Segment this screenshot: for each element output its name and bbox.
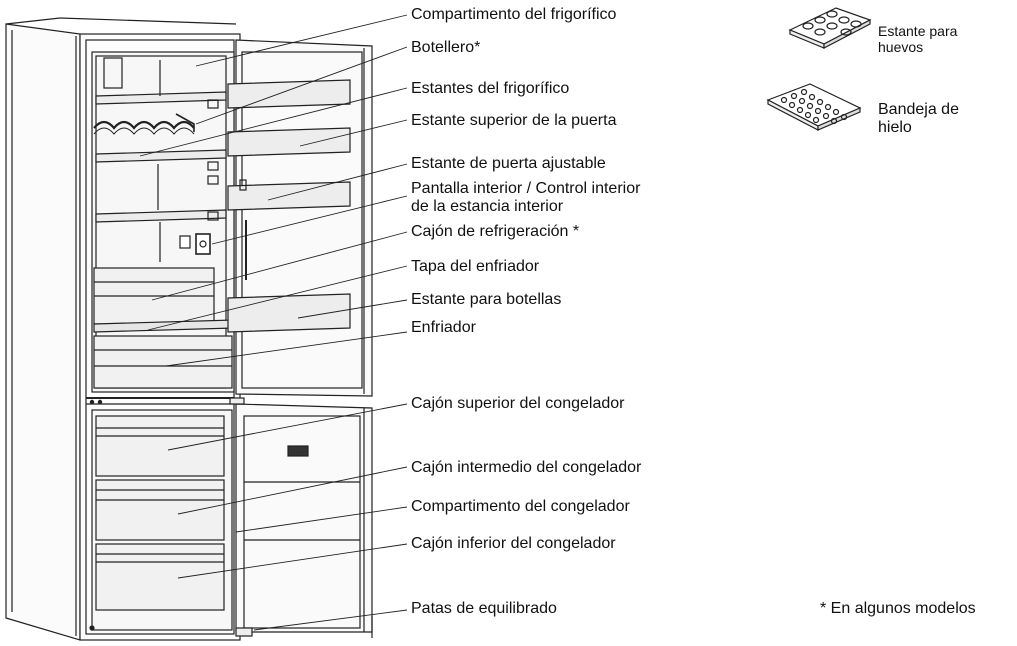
- leader-chiller-cover: [147, 265, 408, 331]
- label-egg-tray-line2: huevos: [878, 39, 924, 55]
- leader-chiller-drawer: [151, 231, 408, 301]
- label-wine-rack: Botellero*: [411, 39, 481, 56]
- label-ice-tray-line2: hielo: [878, 119, 912, 136]
- wine-rack: [93, 113, 195, 135]
- chiller-drawers: [93, 267, 235, 389]
- label-chiller-cover: Tapa del enfriador: [411, 258, 540, 275]
- label-ice-tray-line1: Bandeja de: [878, 101, 959, 118]
- interior-display-icon: [179, 233, 211, 255]
- leader-freezer-top-drawer: [167, 403, 408, 451]
- label-interior-display-line2: de la estancia interior: [411, 198, 564, 215]
- label-chiller: Enfriador: [411, 319, 476, 336]
- leader-freezer-compartment: [235, 506, 408, 533]
- leader-interior-display: [211, 195, 408, 245]
- label-chiller-drawer: Cajón de refrigeración *: [411, 223, 580, 240]
- label-top-door-shelf: Estante superior de la puerta: [411, 112, 617, 129]
- label-egg-tray-line1: Estante para: [878, 23, 958, 39]
- leader-bottle-shelf: [297, 299, 408, 319]
- leader-fridge-compartment: [195, 14, 408, 67]
- leader-chiller: [165, 331, 408, 367]
- label-freezer-middle-drawer: Cajón intermedio del congelador: [411, 459, 642, 476]
- label-interior-display-line1: Pantalla interior / Control interior: [411, 180, 641, 197]
- freezer-door: [235, 403, 373, 633]
- label-adjustable-door-shelf: Estante de puerta ajustable: [411, 155, 606, 172]
- leveling-feet: [229, 397, 373, 638]
- leader-adjustable-door-shelf: [267, 163, 408, 201]
- label-bottle-shelf: Estante para botellas: [411, 291, 562, 308]
- leader-wine-rack: [195, 46, 408, 125]
- label-fridge-compartment: Compartimento del frigorífico: [411, 6, 617, 23]
- leader-freezer-middle-drawer: [177, 466, 408, 515]
- label-leveling-feet: Patas de equilibrado: [411, 600, 557, 617]
- leader-lines: [139, 14, 408, 631]
- freezer-drawers: [95, 415, 225, 611]
- egg-tray-icon: [788, 7, 872, 49]
- fridge-shelves: [95, 57, 227, 262]
- leader-freezer-bottom-drawer: [177, 543, 408, 579]
- label-freezer-bottom-drawer: Cajón inferior del congelador: [411, 535, 616, 552]
- label-fridge-shelves: Estantes del frigorífico: [411, 80, 570, 97]
- label-freezer-top-drawer: Cajón superior del congelador: [411, 395, 625, 412]
- leader-leveling-feet: [253, 609, 408, 631]
- footnote: * En algunos modelos: [820, 600, 976, 617]
- label-freezer-compartment: Compartimento del congelador: [411, 498, 630, 515]
- fridge-door: [227, 39, 373, 397]
- leader-fridge-shelves: [139, 87, 408, 157]
- ice-tray-icon: [766, 83, 862, 131]
- leader-top-door-shelf: [299, 119, 408, 147]
